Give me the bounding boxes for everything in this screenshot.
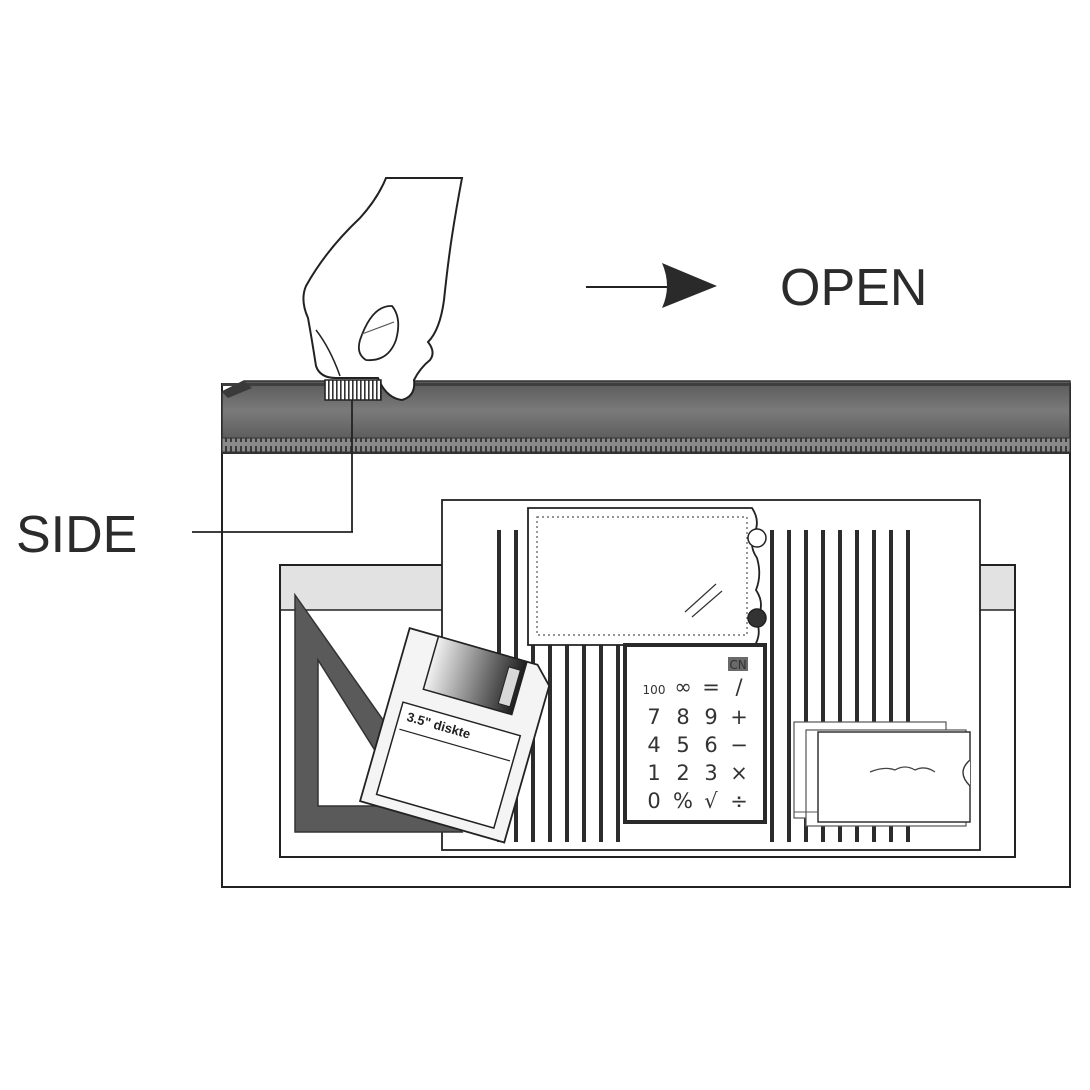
stripe (804, 530, 808, 842)
stripe (838, 530, 842, 842)
calculator-key: 9 (704, 705, 717, 729)
stripe (565, 530, 569, 842)
card-stack (793, 721, 971, 827)
card-envelope (527, 507, 767, 646)
calculator-key: √ (704, 789, 718, 813)
side-label: SIDE (16, 506, 137, 564)
calculator-key: ∞ (674, 675, 692, 699)
stripe (855, 530, 859, 842)
floppy-diskette: 3.5" diskte (358, 626, 551, 844)
hand-icon (302, 177, 464, 402)
calculator-key: + (730, 705, 748, 729)
calculator-key: 4 (647, 733, 660, 757)
stripe (787, 530, 791, 842)
calculator-key: 6 (704, 733, 717, 757)
open-label: OPEN (780, 259, 927, 317)
calculator-key: 1 (647, 761, 660, 785)
calculator-key: = (702, 675, 720, 699)
stripe (770, 530, 774, 842)
calculator-key: % (673, 789, 693, 813)
calculator-key: × (730, 761, 748, 785)
calculator-key: ÷ (730, 789, 748, 813)
calculator-key: 3 (704, 761, 717, 785)
stripe (599, 530, 603, 842)
calculator-key: / (735, 675, 743, 699)
arrow-right-icon (586, 263, 717, 308)
stripe (582, 530, 586, 842)
calculator-key: 8 (676, 705, 689, 729)
stripe (889, 530, 893, 842)
stripe (906, 530, 910, 842)
stripe (872, 530, 876, 842)
zipper-pull-icon[interactable] (324, 379, 382, 532)
zipper-band (221, 380, 1071, 454)
calculator-key: − (730, 733, 748, 757)
calculator-key: 0 (647, 789, 660, 813)
stripe (616, 530, 620, 842)
calculator-key: 7 (647, 705, 660, 729)
calculator-key: 100 (643, 683, 666, 697)
stripe (821, 530, 825, 842)
calculator-key: 2 (676, 761, 689, 785)
calculator-key: 5 (676, 733, 689, 757)
calculator-badge: CN (729, 658, 746, 672)
